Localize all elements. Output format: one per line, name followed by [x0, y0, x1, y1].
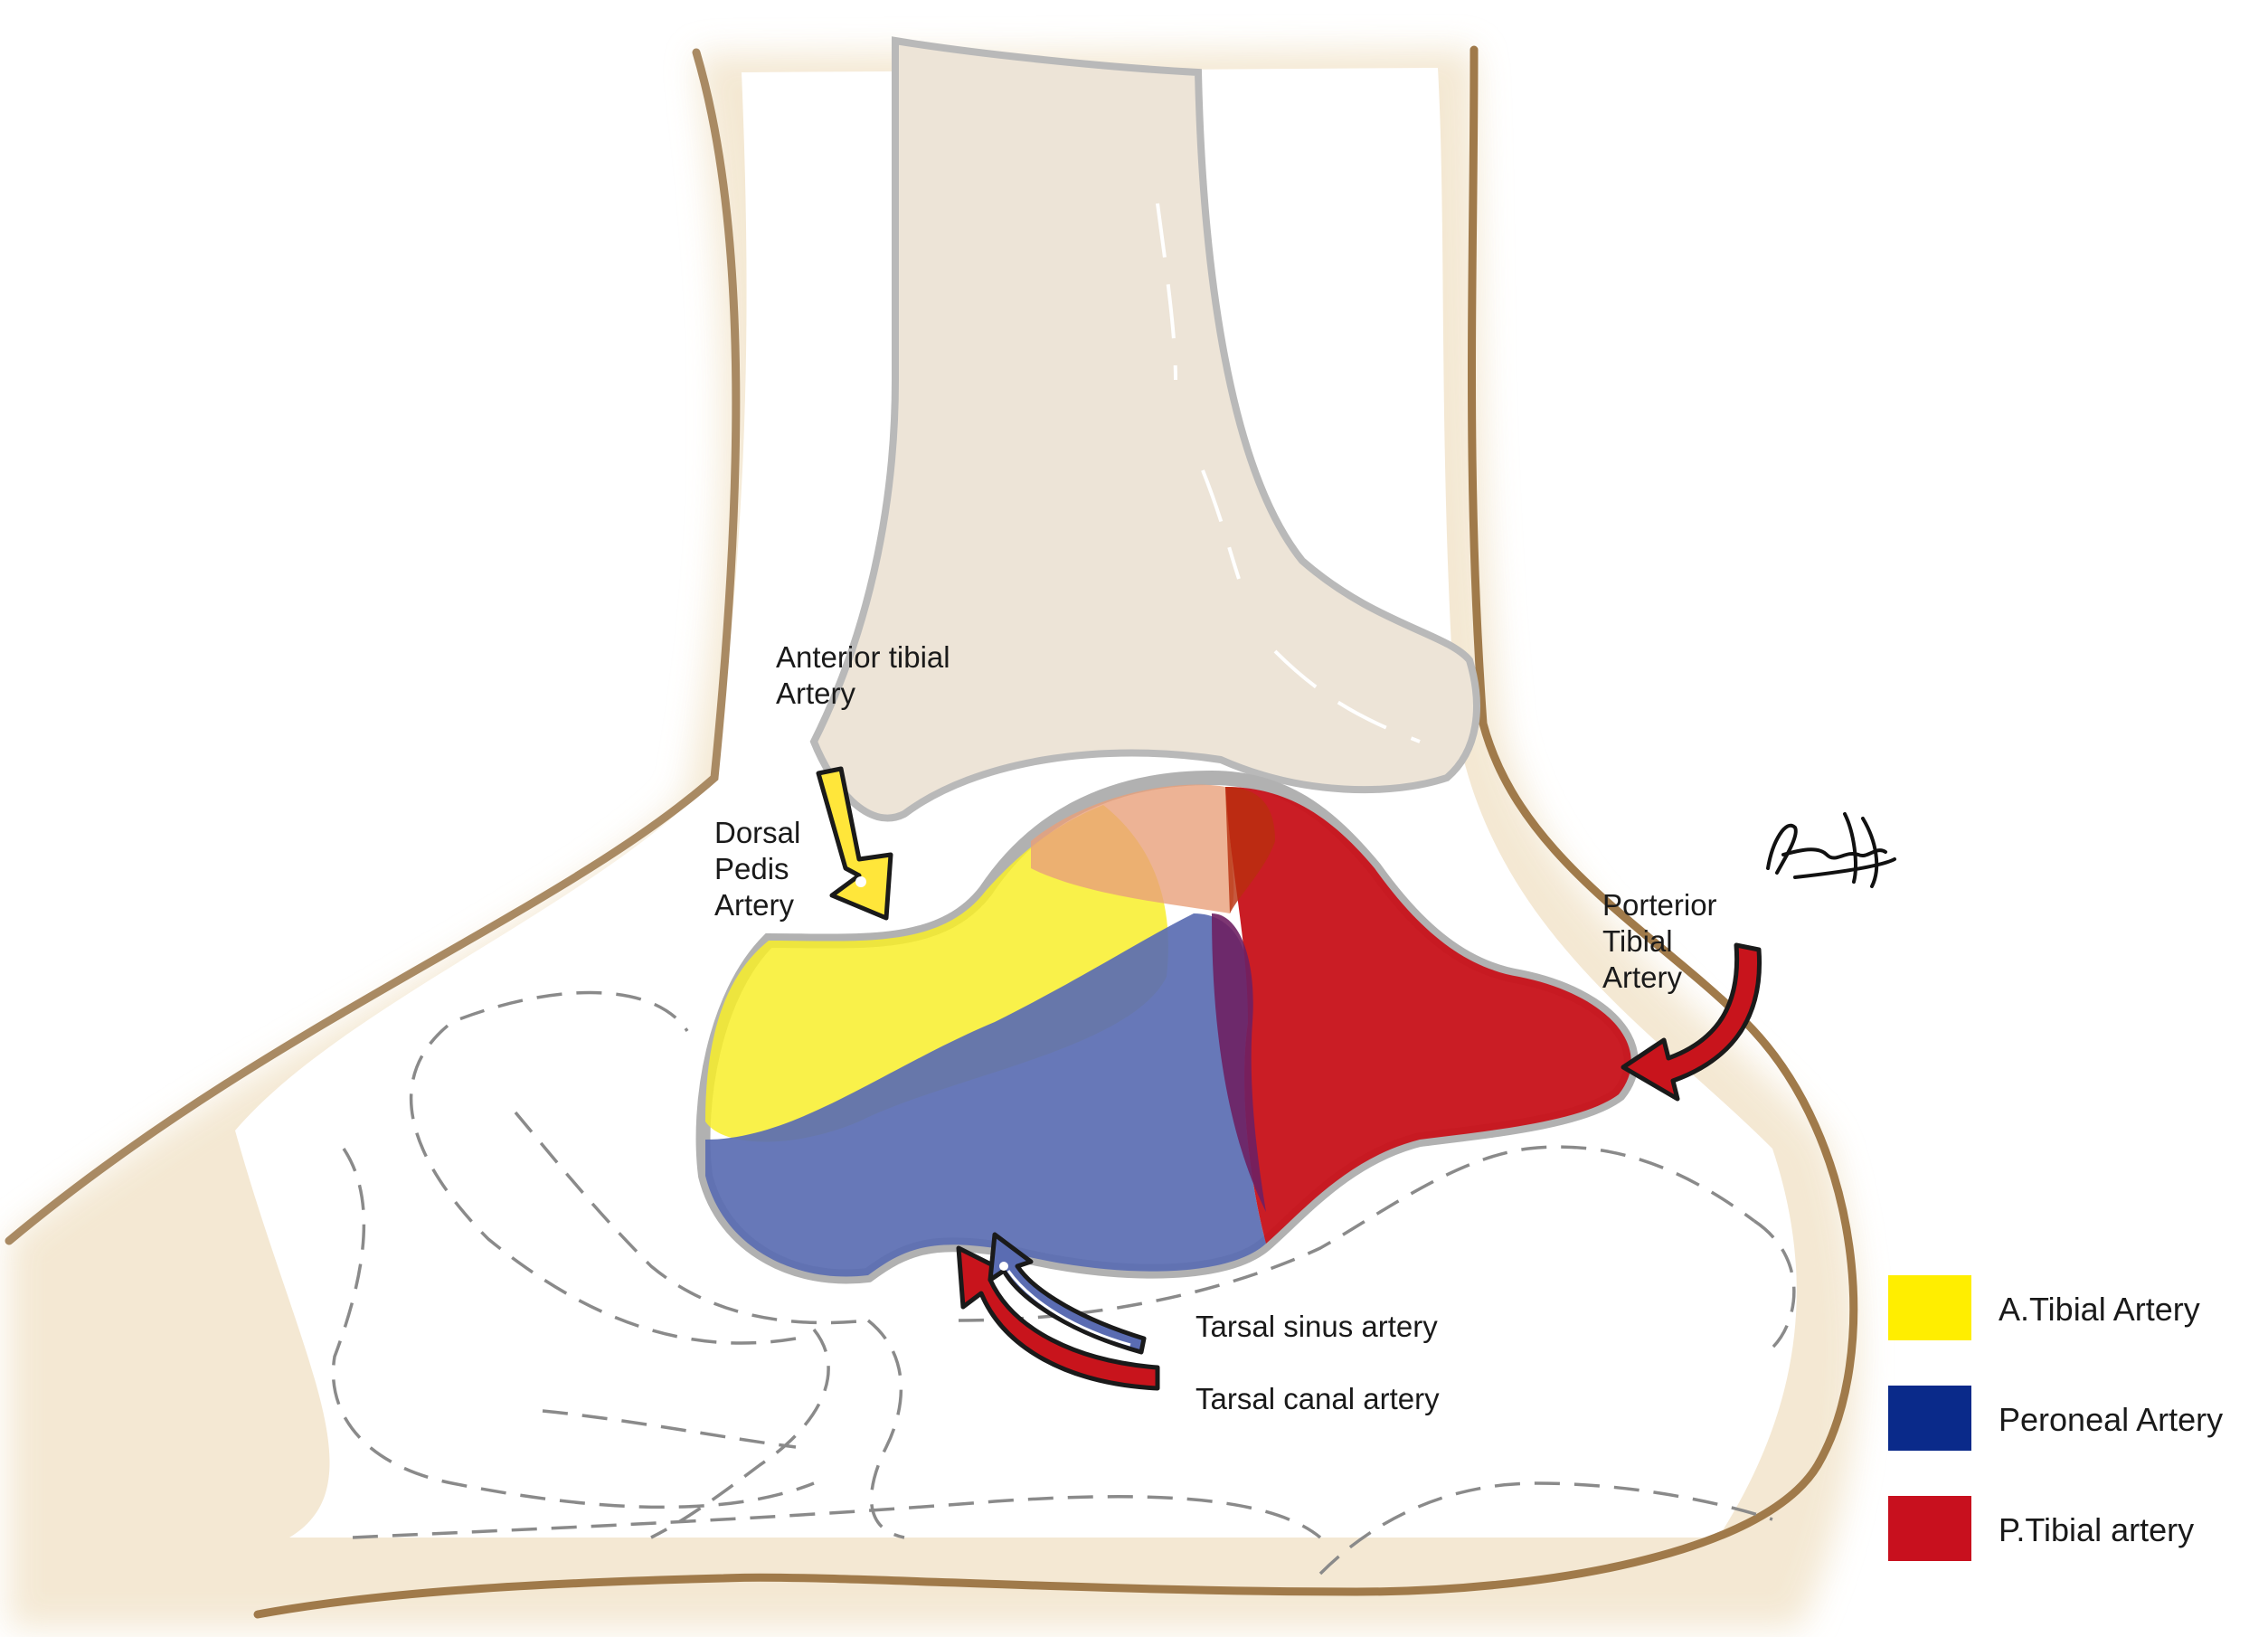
- legend-swatch: [1888, 1496, 1971, 1561]
- tarsal-sinus-arrow: [988, 1232, 1147, 1355]
- artist-signature: [1766, 812, 1896, 888]
- label-dorsal-pedis-line1: Dorsal: [714, 816, 800, 849]
- region-anterior-tibial: [705, 805, 1168, 1142]
- posterior-tibial-arrow: [1621, 942, 1762, 1102]
- label-dorsal-pedis-artery: Dorsal Pedis Artery: [714, 816, 800, 922]
- label-posterior-tibial-line1: Porterior: [1602, 888, 1717, 922]
- legend-swatch: [1888, 1275, 1971, 1340]
- tibia-bone: [809, 36, 1480, 822]
- talus-bone: [695, 770, 1639, 1284]
- label-tarsal-canal-artery: Tarsal canal artery: [1195, 1382, 1440, 1415]
- region-posterior-tibial: [1225, 787, 1631, 1244]
- tarsal-canal-arrow: [956, 1245, 1160, 1391]
- legend-label: Peroneal Artery: [1999, 1401, 2223, 1438]
- legend-label: P.Tibial artery: [1999, 1511, 2194, 1548]
- label-posterior-tibial-artery: Porterior Tibial Artery: [1602, 888, 1717, 994]
- label-dorsal-pedis-line3: Artery: [714, 888, 795, 922]
- legend-label: A.Tibial Artery: [1999, 1291, 2200, 1328]
- tarsal-bones-outline: [331, 990, 1796, 1575]
- label-posterior-tibial-line2: Tibial: [1602, 924, 1673, 958]
- label-anterior-tibial-line1: Anterior tibial: [776, 640, 950, 674]
- label-posterior-tibial-line3: Artery: [1602, 960, 1683, 994]
- label-dorsal-pedis-line2: Pedis: [714, 852, 789, 885]
- label-tarsal-sinus-artery: Tarsal sinus artery: [1195, 1310, 1438, 1343]
- label-anterior-tibial-artery: Anterior tibial Artery: [776, 640, 950, 710]
- label-anterior-tibial-line2: Artery: [776, 677, 856, 710]
- dorsal-pedis-arrow: [816, 766, 893, 921]
- region-peroneal: [705, 913, 1266, 1277]
- foot-silhouette: [5, 45, 1859, 1628]
- legend-swatch: [1888, 1386, 1971, 1451]
